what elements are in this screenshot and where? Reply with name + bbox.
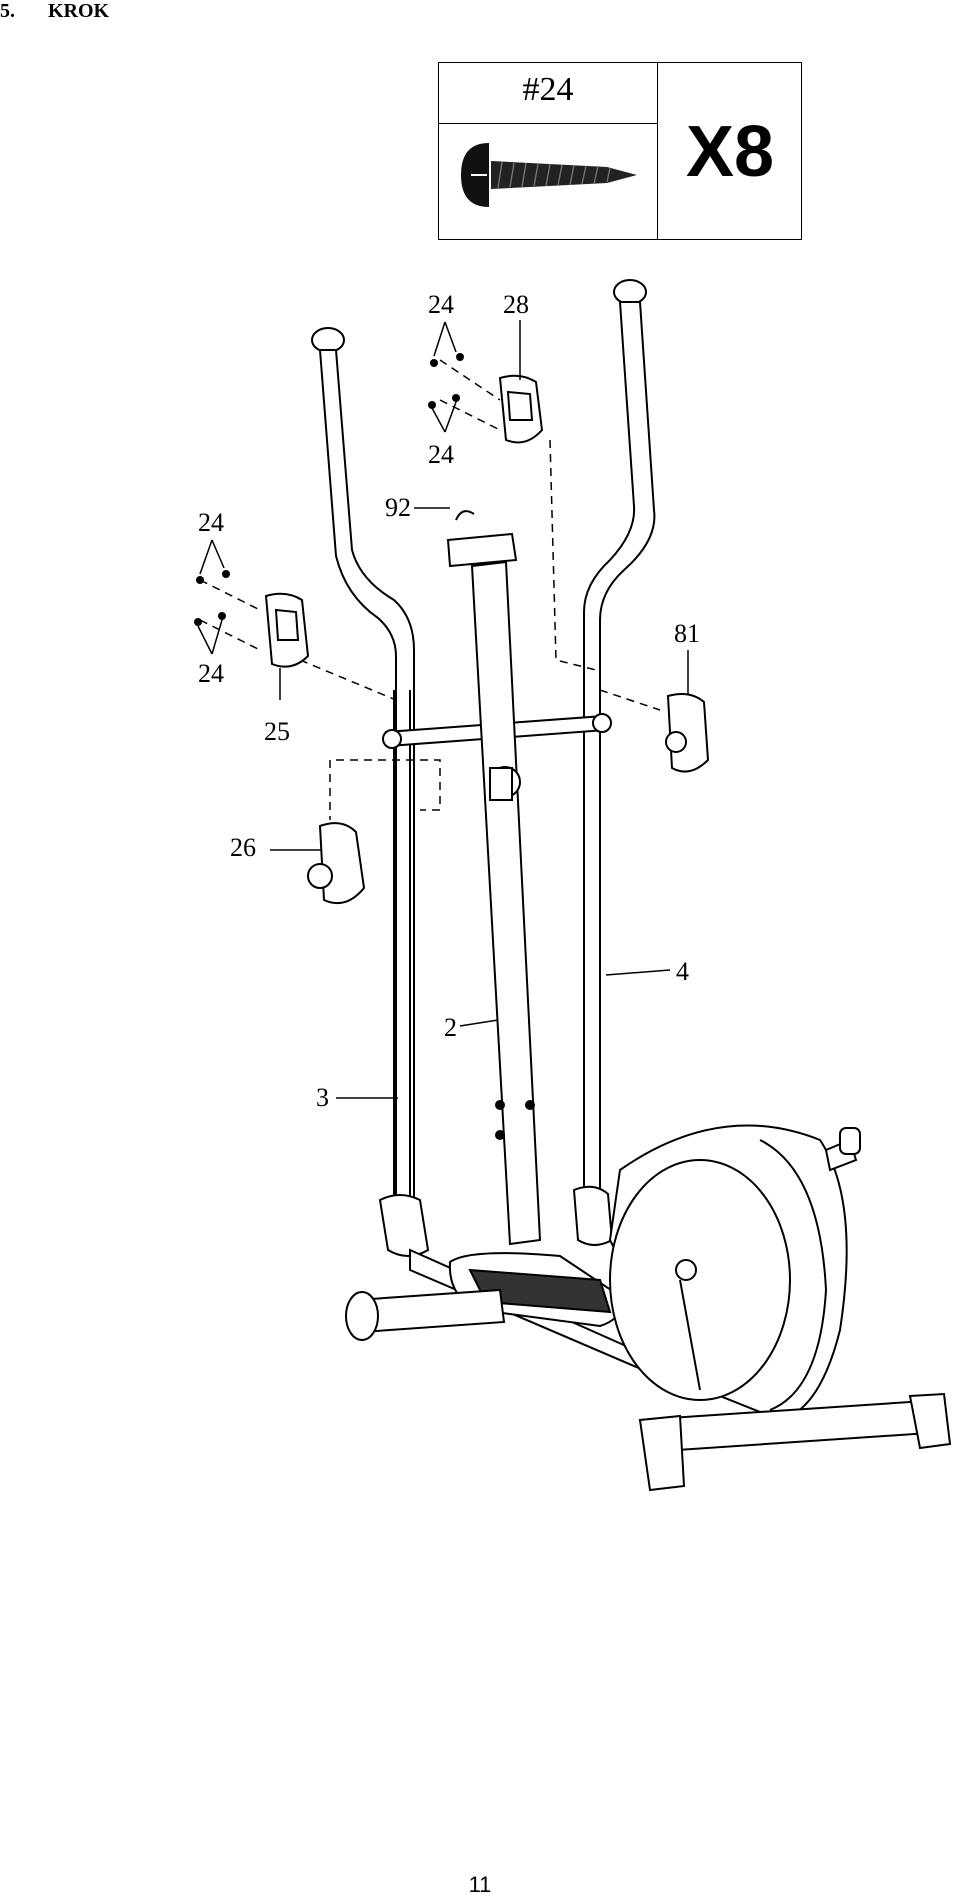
callout-26: 26 bbox=[230, 833, 256, 862]
right-handlebar bbox=[583, 279, 656, 1191]
quantity: X8 bbox=[685, 112, 775, 192]
screw-icon bbox=[461, 143, 637, 207]
parts-box: #24 X8 bbox=[438, 62, 802, 240]
callout-92: 92 bbox=[385, 493, 411, 522]
machine-base bbox=[345, 1124, 952, 1492]
callout-24: 24 bbox=[198, 508, 224, 537]
grip-28 bbox=[498, 374, 544, 444]
callout-28: 28 bbox=[503, 290, 529, 319]
divider bbox=[439, 123, 657, 124]
callout-24: 24 bbox=[198, 659, 224, 688]
step-number: 5. bbox=[0, 0, 15, 22]
callout-2: 2 bbox=[444, 1013, 457, 1042]
callout-4: 4 bbox=[676, 957, 689, 986]
left-handlebar bbox=[311, 327, 415, 1201]
callout-81: 81 bbox=[674, 619, 700, 648]
part-number: #24 bbox=[522, 71, 574, 108]
page-number: 11 bbox=[468, 1872, 492, 1897]
callout-25: 25 bbox=[264, 717, 290, 746]
grip-25 bbox=[264, 592, 310, 668]
assembly-diagram: 24 28 24 92 24 24 81 25 26 4 2 3 bbox=[194, 279, 952, 1492]
console-mast bbox=[446, 532, 542, 1246]
callout-24: 24 bbox=[428, 290, 454, 319]
callout-3: 3 bbox=[316, 1083, 329, 1112]
step-title: KROK bbox=[48, 0, 110, 22]
step-heading: 5. KROK bbox=[0, 0, 109, 23]
grip-26 bbox=[307, 822, 366, 904]
divider bbox=[657, 63, 658, 239]
grip-81 bbox=[665, 693, 710, 773]
callout-24: 24 bbox=[428, 440, 454, 469]
